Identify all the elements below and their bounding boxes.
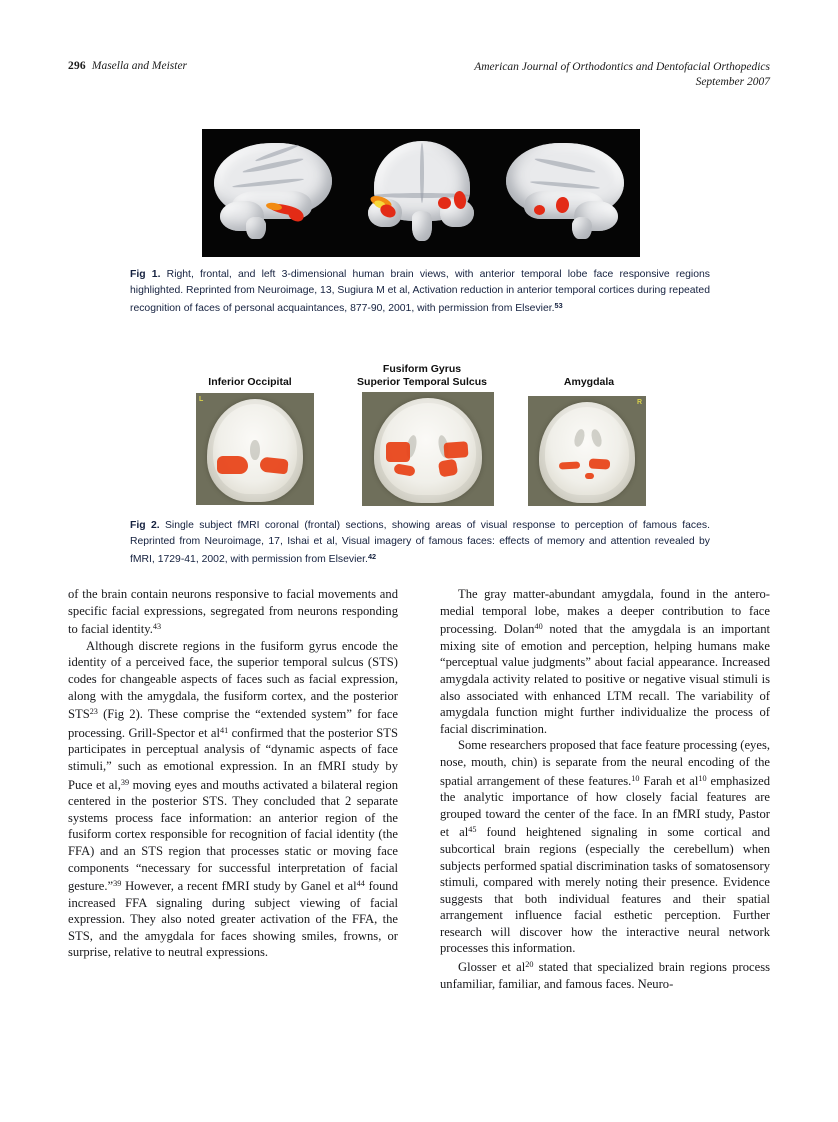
body-paragraph: Glosser et al20 stated that specialized …: [440, 960, 771, 991]
issue-date: September 2007: [695, 76, 770, 88]
figure-2-label-amygdala: Amygdala: [563, 376, 615, 388]
running-head-authors: Masella and Meister: [91, 60, 188, 72]
figure-2-label-inferior-occipital: Inferior Occipital: [208, 376, 292, 388]
mri-section-amygdala: R: [528, 396, 646, 506]
reference-superscript: 20: [525, 960, 534, 970]
body-paragraph: Some researchers proposed that face feat…: [440, 738, 771, 956]
reference-superscript: 39: [113, 879, 122, 889]
body-paragraph: The gray matter-abundant amygdala, found…: [440, 587, 770, 736]
body-paragraph: Although discrete regions in the fusifor…: [68, 638, 398, 960]
activation-blob-left-upper: [385, 442, 410, 462]
brainstem-shape: [412, 211, 432, 241]
brain-view-left-lateral: [494, 129, 640, 257]
figure-2-label-superior-temporal-sulcus: Superior Temporal Sulcus: [357, 375, 487, 388]
orientation-mark-left: L: [199, 396, 204, 403]
figure-2-caption-reference: 42: [367, 552, 377, 562]
figure-1-caption-reference: 53: [554, 301, 563, 311]
running-head-left: 296 Masella and Meister: [68, 60, 187, 72]
brainstem-shape: [572, 217, 592, 239]
reference-superscript: 41: [220, 725, 229, 735]
reference-superscript: 45: [468, 825, 477, 835]
reference-superscript: 23: [89, 707, 98, 717]
figure-1-caption-text: Right, frontal, and left 3-dimensional h…: [130, 269, 710, 315]
brain-view-right-lateral: [202, 129, 348, 257]
interhemispheric-fissure: [420, 143, 424, 203]
activation-blob-right: [589, 458, 611, 470]
reference-superscript: 10: [698, 773, 707, 783]
activation-blob-right: [259, 456, 289, 474]
activation-blob-midline: [584, 473, 595, 479]
activation-focus: [534, 205, 545, 215]
figure-2-label-fusiform-sts: Fusiform Gyrus Superior Temporal Sulcus: [328, 363, 516, 388]
brain-tissue: [544, 407, 630, 495]
mri-section-fusiform-sts: [362, 392, 494, 506]
mri-section-inferior-occipital: L: [196, 393, 314, 505]
reference-superscript: 40: [534, 622, 543, 632]
activation-focus: [438, 197, 451, 209]
figure-2-panel-labels: Inferior Occipital Fusiform Gyrus Superi…: [180, 360, 660, 390]
body-column-right: The gray matter-abundant amygdala, found…: [440, 586, 770, 992]
journal-title: American Journal of Orthodontics and Den…: [474, 61, 770, 73]
brain-view-frontal: [348, 129, 494, 257]
sulcus-line: [374, 193, 470, 198]
activation-blob-left: [558, 461, 581, 470]
figure-2-caption-label: Fig 2.: [130, 520, 160, 531]
figure-2-caption-text: Single subject fMRI coronal (frontal) se…: [130, 520, 710, 566]
figure-1-caption-label: Fig 1.: [130, 269, 161, 280]
activation-blob-right-upper: [443, 441, 469, 459]
brain-tissue: [212, 404, 298, 494]
figure-1-caption: Fig 1. Right, frontal, and left 3-dimens…: [130, 267, 710, 317]
ventricle: [250, 440, 260, 461]
activation-blob-left: [217, 455, 248, 474]
running-head: 296 Masella and Meister American Journal …: [68, 60, 770, 90]
figure-1-image: [202, 129, 640, 257]
reference-superscript: 44: [356, 879, 365, 889]
orientation-mark-right: R: [636, 399, 642, 406]
page-number: 296: [68, 60, 86, 72]
running-head-right: American Journal of Orthodontics and Den…: [474, 60, 770, 90]
reference-superscript: 10: [631, 773, 640, 783]
body-paragraph: of the brain contain neurons responsive …: [68, 587, 398, 637]
figure-2-caption: Fig 2. Single subject fMRI coronal (fron…: [130, 518, 710, 568]
figure-2-label-fusiform-gyrus: Fusiform Gyrus: [382, 363, 462, 375]
reference-superscript: 39: [120, 777, 130, 787]
reference-superscript: 43: [152, 622, 162, 632]
body-column-left: of the brain contain neurons responsive …: [68, 586, 398, 961]
brainstem-shape: [246, 217, 266, 239]
